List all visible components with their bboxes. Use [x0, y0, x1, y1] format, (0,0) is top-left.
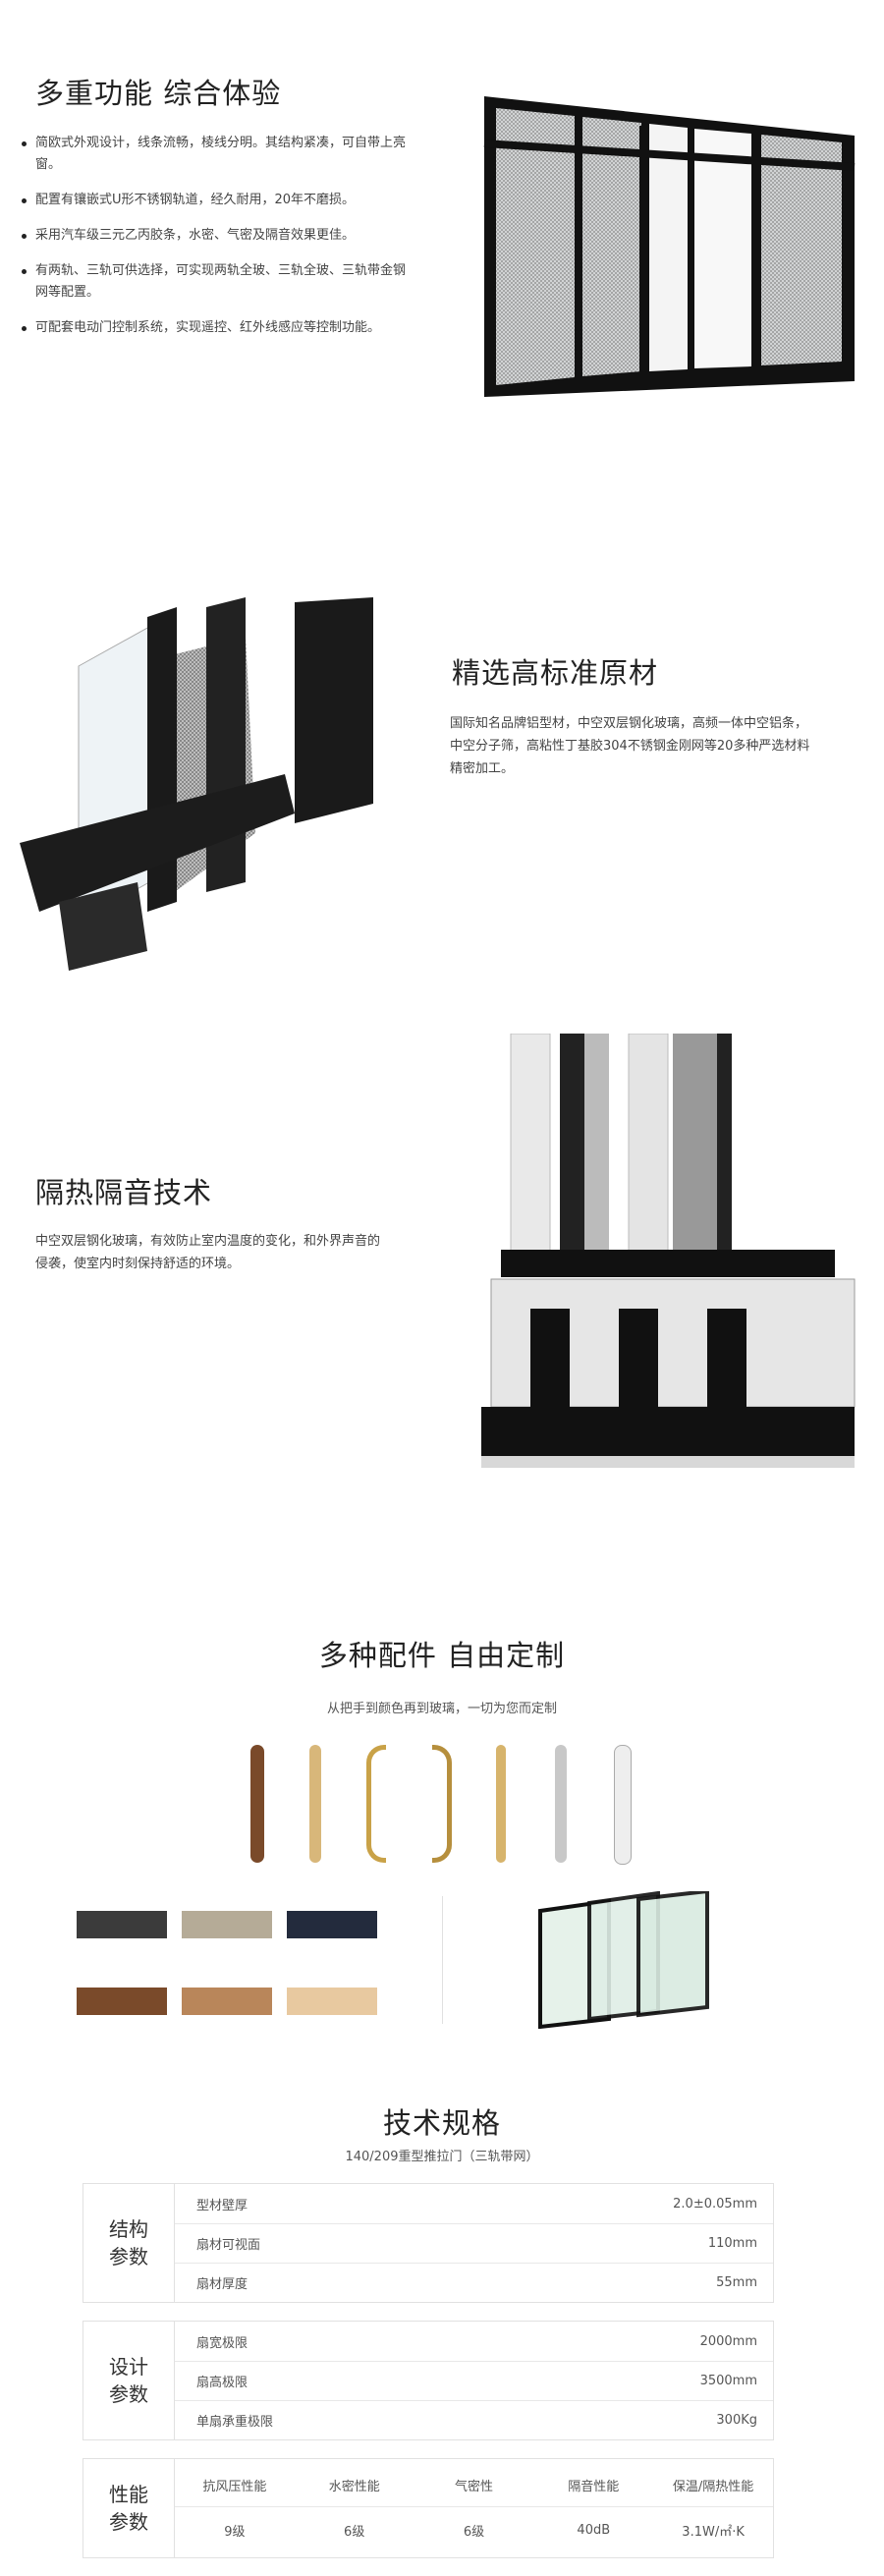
- spec-value: 110mm: [707, 2235, 757, 2251]
- spec-col-header: 抗风压性能: [202, 2479, 267, 2494]
- color-swatch: [77, 1911, 167, 1938]
- profile-cutaway-image: [20, 597, 373, 971]
- color-swatch: [182, 1911, 272, 1938]
- spec-header-row: 抗风压性能 水密性能 气密性 隔音性能 保温/隔热性能: [175, 2463, 773, 2507]
- spec-col-value: 40dB: [577, 2522, 611, 2538]
- divider: [442, 1896, 443, 2024]
- color-swatch: [77, 1988, 167, 2015]
- spec-row: 单扇承重极限 300Kg: [175, 2400, 773, 2439]
- color-swatch: [287, 1988, 377, 2015]
- spec-col-value: 3.1W/㎡·K: [682, 2524, 745, 2540]
- section4-subtitle: 从把手到颜色再到玻璃，一切为您而定制: [326, 1702, 557, 1716]
- handle-gold-bar: [432, 1745, 452, 1863]
- color-swatch: [287, 1911, 377, 1938]
- section3-title: 隔热隔音技术: [35, 1176, 213, 1209]
- glass-panels-image: [538, 1891, 709, 2029]
- feature-item: 配置有镶嵌式U形不锈钢轨道，经久耐用，20年不磨损。: [22, 190, 407, 211]
- spec-key: 扇材可视面: [196, 2237, 261, 2253]
- cross-section-image: [481, 1034, 856, 1468]
- spec-category: 性能 参数: [83, 2459, 175, 2557]
- spec-table-structure: 结构 参数 型材壁厚 2.0±0.05mm 扇材可视面 110mm 扇材厚度 55mm: [83, 2183, 774, 2303]
- feature-item: 简欧式外观设计，线条流畅，棱线分明。其结构紧凑，可自带上亮窗。: [22, 133, 407, 176]
- color-swatch: [182, 1988, 272, 2015]
- spec-key: 扇高极限: [196, 2375, 249, 2390]
- handle-gold-curve: [366, 1745, 386, 1863]
- section1-title: 多重功能 综合体验: [35, 77, 282, 110]
- spec-col-value: 6级: [344, 2524, 365, 2540]
- spec-table-performance: 性能 参数 抗风压性能 水密性能 气密性 隔音性能 保温/隔热性能 9级 6级 …: [83, 2458, 774, 2558]
- feature-item: 可配套电动门控制系统，实现遥控、红外线感应等控制功能。: [22, 317, 407, 339]
- section2-text: 国际知名品牌铝型材，中空双层钢化玻璃，高频一体中空铝条，中空分子筛，高粘性丁基胶…: [450, 716, 810, 776]
- spec-value: 3500mm: [699, 2373, 757, 2388]
- spec-col-value: 9级: [224, 2524, 246, 2540]
- spec-row: 扇宽极限 2000mm: [175, 2322, 773, 2362]
- spec-category: 结构 参数: [83, 2184, 175, 2302]
- spec-title: 技术规格: [382, 2106, 501, 2140]
- handle-smart-lock: [614, 1745, 632, 1865]
- spec-table-design: 设计 参数 扇宽极限 2000mm 扇高极限 3500mm 单扇承重极限 300Kg: [83, 2321, 774, 2440]
- feature-item: 采用汽车级三元乙丙胶条，水密、气密及隔音效果更佳。: [22, 225, 407, 247]
- feature-item: 有两轨、三轨可供选择，可实现两轨全玻、三轨全玻、三轨带金钢网等配置。: [22, 260, 407, 304]
- spec-value-row: 9级 6级 6级 40dB 3.1W/㎡·K: [175, 2508, 773, 2551]
- feature-list: 简欧式外观设计，线条流畅，棱线分明。其结构紧凑，可自带上亮窗。 配置有镶嵌式U形…: [22, 133, 407, 353]
- spec-category: 设计 参数: [83, 2322, 175, 2439]
- section2-title: 精选高标准原材: [452, 656, 659, 690]
- spec-subtitle: 140/209重型推拉门（三轨带网）: [345, 2150, 539, 2164]
- spec-value: 2.0±0.05mm: [673, 2196, 757, 2212]
- spec-col-header: 隔音性能: [568, 2479, 620, 2494]
- spec-col-header: 水密性能: [328, 2479, 380, 2494]
- spec-col-header: 保温/隔热性能: [672, 2479, 754, 2494]
- section3-text: 中空双层钢化玻璃，有效防止室内温度的变化，和外界声音的侵袭，使室内时刻保持舒适的…: [35, 1234, 381, 1271]
- spec-key: 型材壁厚: [196, 2198, 249, 2213]
- spec-value: 2000mm: [699, 2333, 757, 2349]
- spec-value: 300Kg: [716, 2412, 757, 2428]
- spec-value: 55mm: [716, 2274, 757, 2290]
- section4-title: 多种配件 自由定制: [318, 1639, 566, 1672]
- spec-key: 扇材厚度: [196, 2276, 249, 2292]
- spec-row: 扇高极限 3500mm: [175, 2361, 773, 2401]
- spec-row: 扇材厚度 55mm: [175, 2263, 773, 2302]
- spec-key: 扇宽极限: [196, 2335, 249, 2351]
- handle-silver: [555, 1745, 567, 1863]
- spec-row: 扇材可视面 110mm: [175, 2223, 773, 2264]
- handle-brass: [309, 1745, 321, 1863]
- handle-wood: [250, 1745, 264, 1863]
- spec-key: 单扇承重极限: [196, 2414, 274, 2430]
- handle-gold-slim: [496, 1745, 506, 1863]
- spec-col-header: 气密性: [454, 2479, 493, 2494]
- spec-col-value: 6级: [463, 2524, 485, 2540]
- sliding-door-image: [483, 96, 856, 397]
- spec-row: 型材壁厚 2.0±0.05mm: [175, 2184, 773, 2224]
